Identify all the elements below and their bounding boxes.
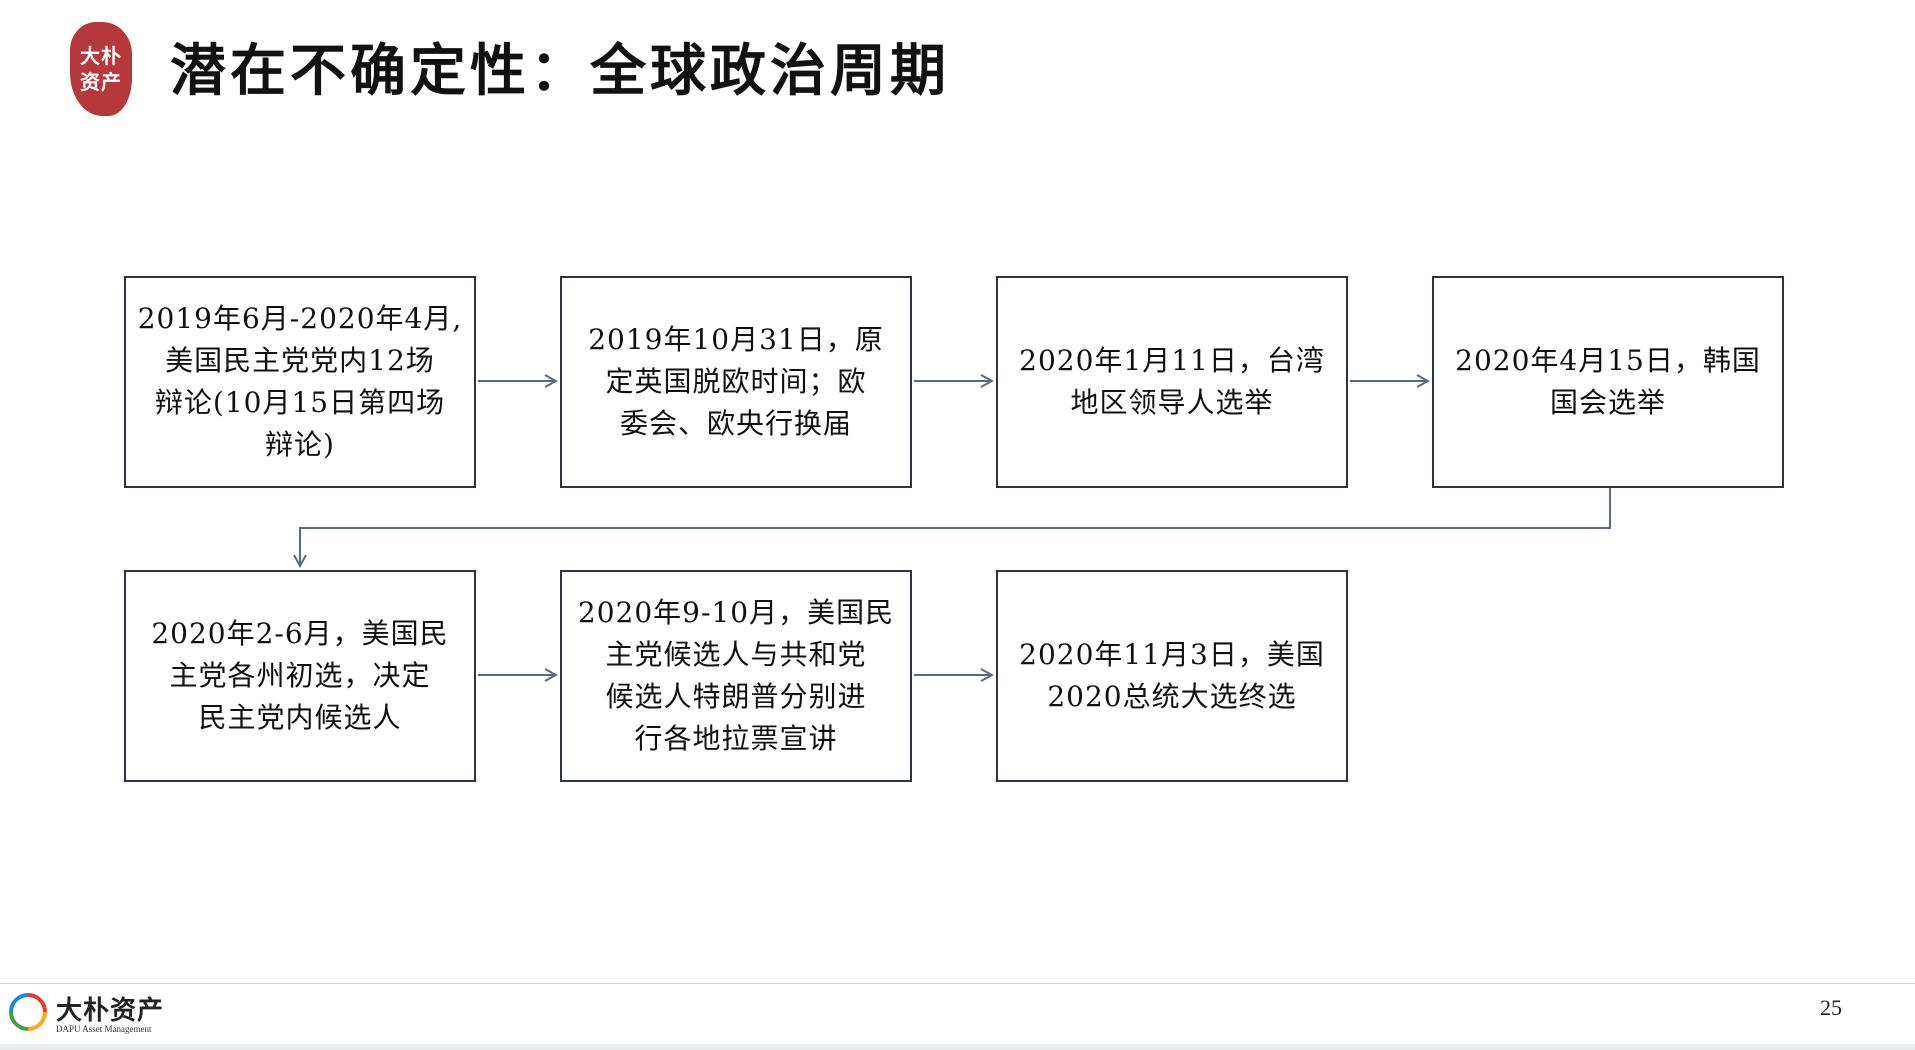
box-line: 美国民主党党内12场 xyxy=(165,344,435,377)
box-line: 2020年4月15日，韩国 xyxy=(1455,344,1761,377)
box-line: 民主党内候选人 xyxy=(198,701,402,734)
footer-company-name: 大朴资产 xyxy=(56,996,165,1026)
footer-company-subtitle: DAPU Asset Management xyxy=(56,1024,152,1034)
page-number: 25 xyxy=(1820,995,1842,1020)
arrow-4-5 xyxy=(300,488,1611,566)
seal-line-1: 大朴 xyxy=(80,44,122,68)
timeline-box-us-general-election: 2020年11月3日，美国 2020总统大选终选 xyxy=(996,570,1348,782)
box-line: 主党候选人与共和党 xyxy=(605,638,867,671)
timeline-box-brexit: 2019年10月31日，原 定英国脱欧时间；欧 委会、欧央行换届 xyxy=(560,276,912,488)
box-line: 候选人特朗普分别进 xyxy=(605,680,867,713)
box-line: 行各地拉票宣讲 xyxy=(634,722,838,755)
box-line: 辩论(10月15日第四场 xyxy=(154,386,446,419)
timeline-box-us-campaign: 2020年9-10月，美国民 主党候选人与共和党 候选人特朗普分别进 行各地拉票… xyxy=(560,570,912,782)
box-line: 2020年2-6月，美国民 xyxy=(151,617,449,650)
box-line: 主党各州初选，决定 xyxy=(169,659,431,692)
timeline-box-us-democratic-debates: 2019年6月-2020年4月, 美国民主党党内12场 辩论(10月15日第四场… xyxy=(124,276,476,488)
dapu-logo-icon xyxy=(9,993,47,1031)
footer-divider xyxy=(0,983,1915,984)
footer-band xyxy=(0,1044,1915,1050)
box-line: 2019年6月-2020年4月, xyxy=(137,302,463,335)
box-line: 国会选举 xyxy=(1549,386,1666,419)
timeline-box-us-primaries: 2020年2-6月，美国民 主党各州初选，决定 民主党内候选人 xyxy=(124,570,476,782)
box-line: 定英国脱欧时间；欧 xyxy=(605,365,867,398)
box-line: 委会、欧央行换届 xyxy=(619,407,852,440)
seal-line-2: 资产 xyxy=(80,70,122,94)
box-line: 地区领导人选举 xyxy=(1070,386,1274,419)
box-line: 2019年10月31日，原 xyxy=(588,323,884,356)
seal-logo: 大朴 资产 xyxy=(70,22,132,116)
box-line: 2020总统大选终选 xyxy=(1047,680,1297,713)
timeline-box-taiwan-election: 2020年1月11日，台湾 地区领导人选举 xyxy=(996,276,1348,488)
box-line: 2020年11月3日，美国 xyxy=(1019,638,1325,671)
page-title: 潜在不确定性：全球政治周期 xyxy=(170,38,950,104)
box-line: 辩论) xyxy=(265,428,335,461)
timeline-box-korea-election: 2020年4月15日，韩国 国会选举 xyxy=(1432,276,1784,488)
box-line: 2020年1月11日，台湾 xyxy=(1019,344,1325,377)
box-line: 2020年9-10月，美国民 xyxy=(577,596,895,629)
